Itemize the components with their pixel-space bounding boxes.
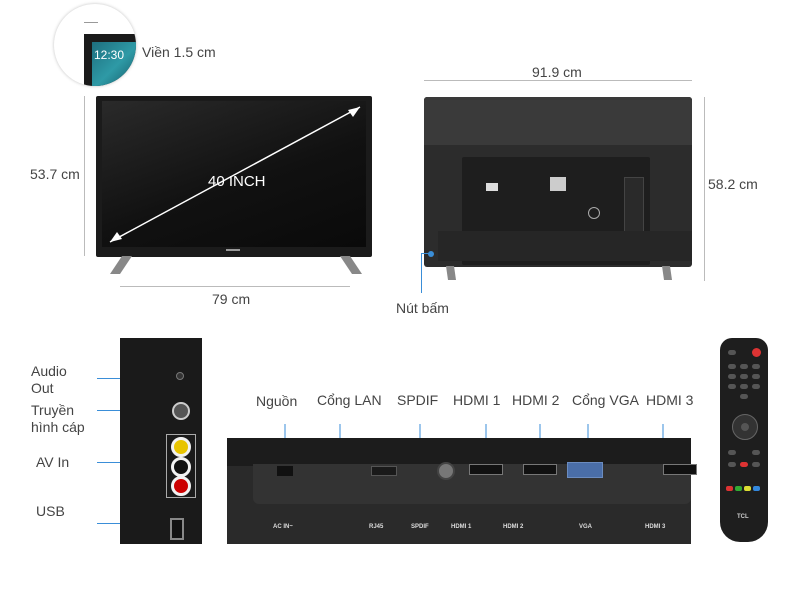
power-port [277,466,293,476]
remote-vol-button [728,450,736,455]
remote-num-7 [728,384,736,389]
rear-port-label-power: Nguồn [256,393,298,409]
rear-port-label-lan: Cổng LAN [317,392,382,408]
av-in-label: AV In [36,454,70,470]
remote-func-1 [728,462,736,467]
av-white-jack [171,457,191,477]
back-stands [446,266,672,280]
bezel-frame: 12:30 [84,34,136,86]
back-screw [588,207,600,219]
remote-top-button [728,350,736,355]
remote-dpad [732,414,758,440]
tv-front: 40 INCH [96,96,372,257]
antenna-connector [172,402,190,420]
back-width-dimension [424,80,692,81]
usb-port [170,518,184,540]
rear-port-label-hdmi1: HDMI 1 [453,392,501,408]
back-height-label: 58.2 cm [708,176,758,192]
remote-num-1 [728,364,736,369]
remote-ch-button [752,450,760,455]
diagonal-arrow [109,106,361,243]
remote-func-2 [752,462,760,467]
rear-port-label-vga: Cổng VGA [572,392,639,408]
remote-red-button [726,486,733,491]
tv-back [424,97,692,267]
tv-back-upper [424,97,692,145]
lan-port [371,466,397,476]
audio-out-label: Audio Out [31,363,67,396]
remote-num-3 [752,364,760,369]
remote-num-2 [740,364,748,369]
vga-port [567,462,603,478]
front-width-dimension [120,286,350,287]
back-label-sticker [550,177,566,191]
hdmi3-port [663,464,697,475]
print-hdmi2: HDMI 2 [503,524,524,530]
remote-yellow-button [744,486,751,491]
bezel-label: Viền 1.5 cm [142,44,216,60]
print-spdif: SPDIF [411,524,429,530]
tv-back-lower [438,231,692,261]
print-hdmi3: HDMI 3 [645,524,666,530]
spdif-port [437,462,455,480]
front-height-label: 53.7 cm [30,166,80,182]
rear-port-label-spdif: SPDIF [397,392,439,408]
av-red-jack [171,476,191,496]
remote-num-5 [740,374,748,379]
button-pointer-line [421,253,422,293]
remote-num-6 [752,374,760,379]
button-pointer-dot [428,251,434,257]
bezel-dimension-line [84,22,98,23]
front-height-dimension [84,96,85,256]
rear-connector-strip: AC IN~ RJ45 SPDIF HDMI 1 HDMI 2 VGA HDMI… [227,438,697,544]
back-sticker [486,183,498,191]
audio-out-jack [176,372,184,380]
remote-brand-logo: TCL [737,514,749,520]
side-connector-panel [120,338,202,544]
cable-tv-label: Truyền hình cáp [31,402,85,435]
screen-size-label: 40 INCH [208,173,266,190]
front-logo [226,249,240,251]
front-width-label: 79 cm [212,291,251,307]
bezel-time: 12:30 [94,48,125,62]
remote-num-9 [752,384,760,389]
bezel-screen: 12:30 [92,42,136,86]
print-rj45: RJ45 [369,524,384,530]
remote-green-button [735,486,742,491]
rear-strip-recess [253,462,697,504]
av-in-group [166,434,196,498]
back-height-dimension [704,97,705,281]
front-stands [110,256,362,274]
print-vga: VGA [579,524,593,530]
remote-num-8 [740,384,748,389]
hdmi1-port [469,464,503,475]
print-hdmi1: HDMI 1 [451,524,472,530]
rear-port-label-hdmi3: HDMI 3 [646,392,694,408]
button-pointer-line-h [421,253,431,254]
back-width-label: 91.9 cm [532,64,582,80]
button-label: Nút bấm [396,300,449,316]
remote-netflix-button [740,462,748,467]
bezel-zoom-inset: 12:30 [54,4,136,86]
rear-strip-top [227,438,691,466]
remote-num-4 [728,374,736,379]
av-yellow-jack [171,437,191,457]
remote-control: TCL [720,338,768,542]
tv-front-screen: 40 INCH [102,101,366,247]
rear-port-label-hdmi2: HDMI 2 [512,392,560,408]
remote-ok-button [741,423,749,431]
remote-num-0 [740,394,748,399]
remote-blue-button [753,486,760,491]
power-button [752,348,761,357]
hdmi2-port [523,464,557,475]
print-ac-in: AC IN~ [273,524,293,530]
usb-label: USB [36,503,65,519]
